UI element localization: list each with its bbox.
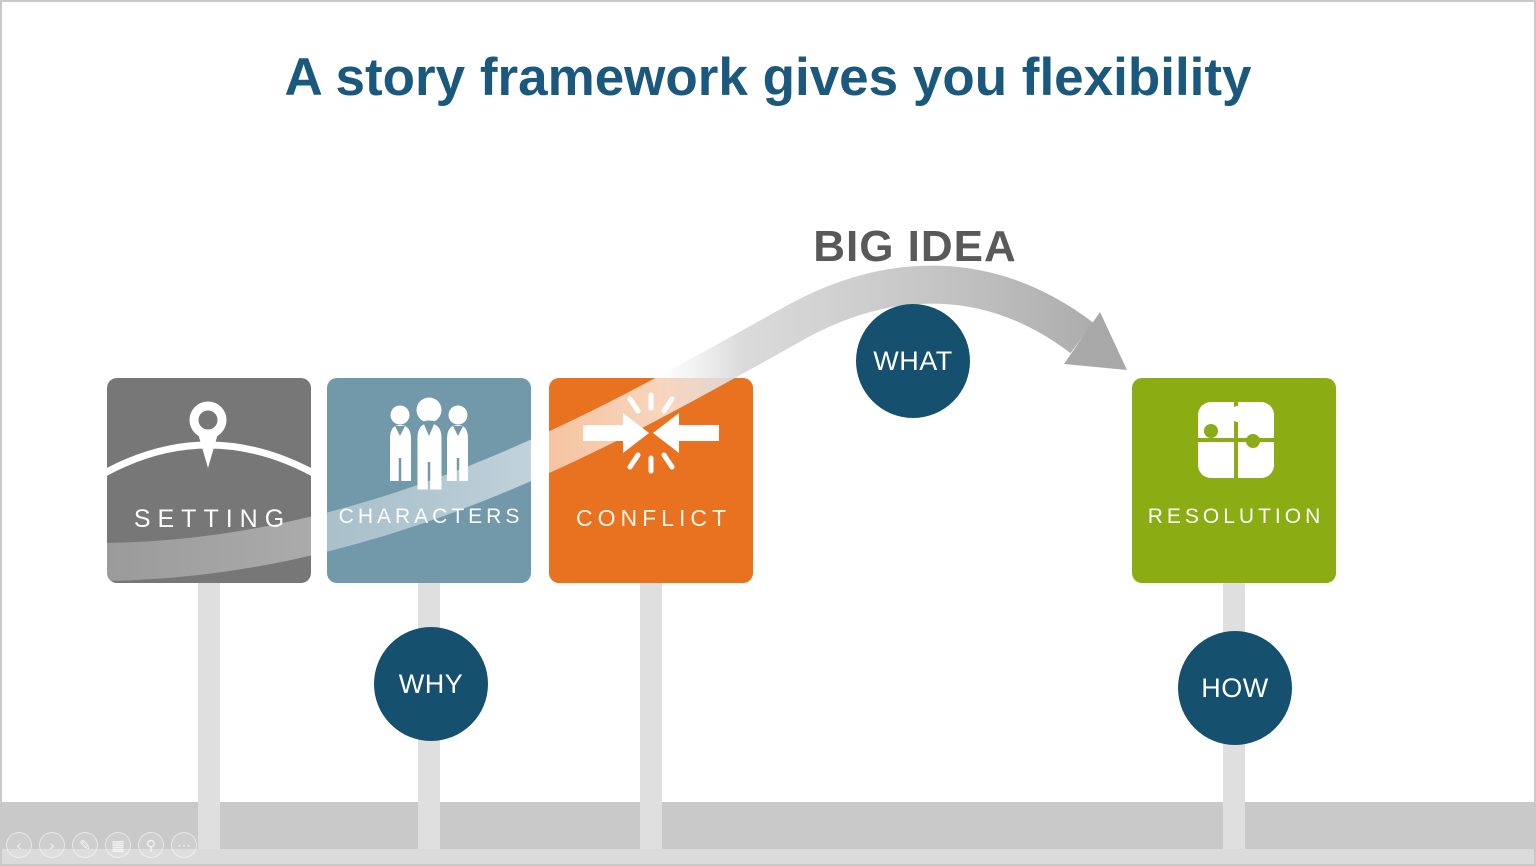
conflict-label: CONFLICT [576, 505, 731, 531]
previous-slide-icon: ‹ [16, 837, 22, 853]
characters-box: CHARACTERS [327, 378, 531, 583]
how-circle: HOW [1178, 631, 1292, 745]
slides-grid-icon: ▦ [111, 837, 125, 853]
timeline-strip [0, 849, 1536, 866]
colliding-arrows-icon [583, 392, 719, 474]
puzzle-pieces-icon [1198, 402, 1274, 478]
timeline-post-conflict [640, 583, 662, 849]
characters-label: CHARACTERS [338, 505, 524, 528]
slide-title: A story framework gives you flexibility [284, 48, 1252, 107]
pen-icon: ✎ [79, 837, 91, 853]
see-all-slides-button[interactable]: ▦ [105, 832, 131, 858]
setting-box: SETTING [107, 378, 311, 583]
map-pin-horizon-icon [107, 401, 311, 476]
pen-tools-button[interactable]: ✎ [72, 832, 98, 858]
why-circle: WHY [374, 627, 488, 741]
next-slide-button[interactable]: › [39, 832, 65, 858]
what-label: WHAT [873, 345, 953, 376]
big-idea-label: BIG IDEA [813, 222, 1017, 271]
previous-slide-button[interactable]: ‹ [6, 832, 32, 858]
timeline-band [0, 802, 1536, 849]
more-options-button[interactable]: ⋯ [171, 832, 197, 858]
timeline-post-setting [198, 583, 220, 849]
people-group-icon [390, 397, 468, 493]
setting-label: SETTING [133, 505, 292, 533]
resolution-label: RESOLUTION [1147, 505, 1325, 528]
how-label: HOW [1201, 672, 1269, 703]
magnifier-icon: ⚲ [145, 837, 157, 853]
ellipsis-icon: ⋯ [177, 837, 191, 853]
what-circle: WHAT [856, 304, 970, 418]
zoom-slide-button[interactable]: ⚲ [138, 832, 164, 858]
presenter-toolbar: ‹ › ✎ ▦ ⚲ ⋯ [6, 832, 197, 858]
why-label: WHY [398, 668, 464, 699]
conflict-box: CONFLICT [549, 378, 753, 583]
next-slide-icon: › [49, 837, 55, 853]
resolution-box: RESOLUTION [1132, 378, 1336, 583]
